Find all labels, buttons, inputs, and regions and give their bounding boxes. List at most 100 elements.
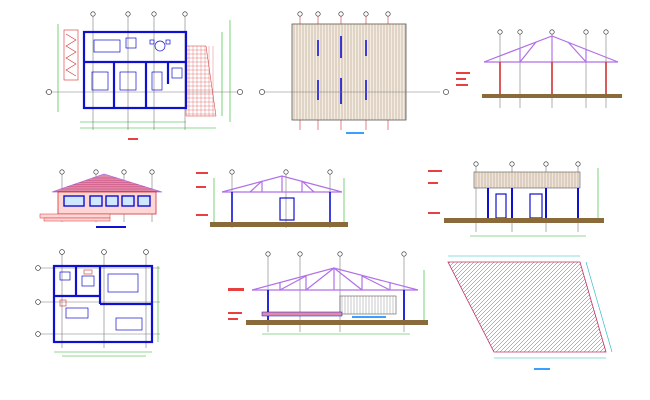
roof-hatch-line	[539, 262, 606, 352]
sec3-truss	[483, 35, 619, 63]
roof-hatch-line	[612, 262, 650, 352]
roof-hatch-line	[344, 262, 434, 352]
roof-hatch-line	[340, 262, 430, 352]
section-truss-a	[196, 169, 348, 228]
roof-hatch-line	[483, 262, 575, 352]
roof-hatch-dims	[448, 255, 613, 359]
roof-hatch-line	[356, 262, 446, 352]
roof-hatch-line	[448, 262, 491, 352]
plan-furniture	[91, 37, 183, 91]
roof-plan-tag	[346, 132, 364, 134]
roof-plan-ridges	[317, 36, 367, 104]
secL-walls	[267, 290, 405, 322]
elev-steps	[39, 213, 111, 222]
sec3-bubbles	[497, 29, 609, 35]
plan2-bubbles	[35, 249, 149, 337]
floor-plan-small	[35, 249, 160, 357]
roof-hatch-line	[448, 262, 463, 352]
roof-hatch-line	[332, 262, 422, 352]
secB-ground	[444, 218, 604, 223]
roof-hatch-line	[579, 262, 606, 352]
floor-plan-main	[45, 11, 243, 140]
roof-hatch-line	[503, 262, 595, 352]
sec3-columns	[499, 62, 607, 94]
plan-labels	[128, 138, 138, 140]
elev-bubbles	[59, 169, 155, 175]
roof-hatch-line	[640, 262, 650, 352]
secA-ground	[210, 222, 348, 227]
roof-hatch-line	[567, 262, 606, 352]
roof-hatch-line	[583, 262, 606, 352]
elev-roof-tiles	[54, 177, 160, 192]
plan2-walls	[52, 264, 154, 344]
secB-openings	[495, 193, 543, 219]
roof-hatch-line	[448, 262, 483, 352]
roof-hatch-outline	[447, 261, 607, 353]
secB-columns	[487, 188, 579, 218]
secA-walls	[231, 192, 331, 222]
roof-hatch-plan	[332, 255, 650, 370]
roof-hatch-line	[575, 262, 606, 352]
plan-walls	[82, 30, 188, 110]
elev-roof	[51, 173, 163, 193]
secA-door	[279, 197, 295, 221]
roof-hatch-line	[352, 262, 442, 352]
plan2-accents	[59, 269, 93, 307]
secA-dims	[213, 178, 345, 222]
roof-hatch-line	[448, 262, 451, 352]
roof-plan-bubble-r	[443, 89, 449, 95]
roof-hatch-line	[535, 262, 606, 352]
secL-tag	[352, 316, 386, 318]
roof-hatch-line	[595, 262, 606, 352]
roof-hatch-line	[644, 262, 650, 352]
roof-hatch-line	[507, 262, 599, 352]
elevation-front	[39, 169, 163, 228]
secB-dims	[470, 168, 599, 237]
roof-hatch-line	[531, 262, 606, 352]
section-truss-open	[456, 29, 622, 108]
roof-hatch-line	[475, 262, 567, 352]
roof-hatch-line	[448, 262, 479, 352]
secA-truss	[221, 175, 343, 193]
roof-hatch-line	[479, 262, 571, 352]
roof-hatch-line	[624, 262, 650, 352]
roof-hatch-line	[547, 262, 606, 352]
roof-hatch-line	[448, 262, 523, 352]
roof-hatch-line	[448, 262, 455, 352]
roof-hatch-line	[563, 262, 606, 352]
sec3-ground	[482, 94, 622, 98]
roof-hatch-tag	[534, 368, 550, 370]
stair-hatch	[63, 29, 79, 81]
secL-dims	[262, 270, 425, 335]
secA-bubbles	[229, 169, 333, 175]
roof-hatch-line	[543, 262, 606, 352]
secB-roof-deck	[475, 172, 579, 188]
roof-hatch-line	[495, 262, 587, 352]
roof-hatch-line	[608, 262, 650, 352]
terrace-hatch	[186, 46, 216, 116]
roof-plan-bubble-l	[259, 89, 265, 95]
plan-axis-bubbles	[46, 11, 243, 95]
roof-plan	[259, 11, 449, 134]
section-truss-b	[428, 161, 604, 237]
roof-plan-deck	[293, 24, 406, 120]
roof-hatch-line	[620, 262, 650, 352]
secL-porch-rail	[339, 295, 397, 315]
roof-hatch-line	[448, 262, 475, 352]
plan2-dims	[54, 266, 159, 357]
roof-hatch-line	[571, 262, 606, 352]
roof-hatch-line	[448, 262, 487, 352]
roof-hatch-line	[636, 262, 650, 352]
roof-hatch-line	[448, 262, 471, 352]
roof-hatch-line	[487, 262, 579, 352]
secL-labels	[228, 288, 244, 320]
plan-dimensions	[57, 20, 231, 129]
secL-bubbles	[265, 251, 407, 257]
secL-ground	[246, 320, 428, 325]
secB-bubbles	[473, 161, 581, 167]
roof-hatch-line	[471, 262, 563, 352]
roof-hatch-line	[448, 262, 459, 352]
roof-hatch-line	[491, 262, 583, 352]
roof-hatch-line	[632, 262, 650, 352]
